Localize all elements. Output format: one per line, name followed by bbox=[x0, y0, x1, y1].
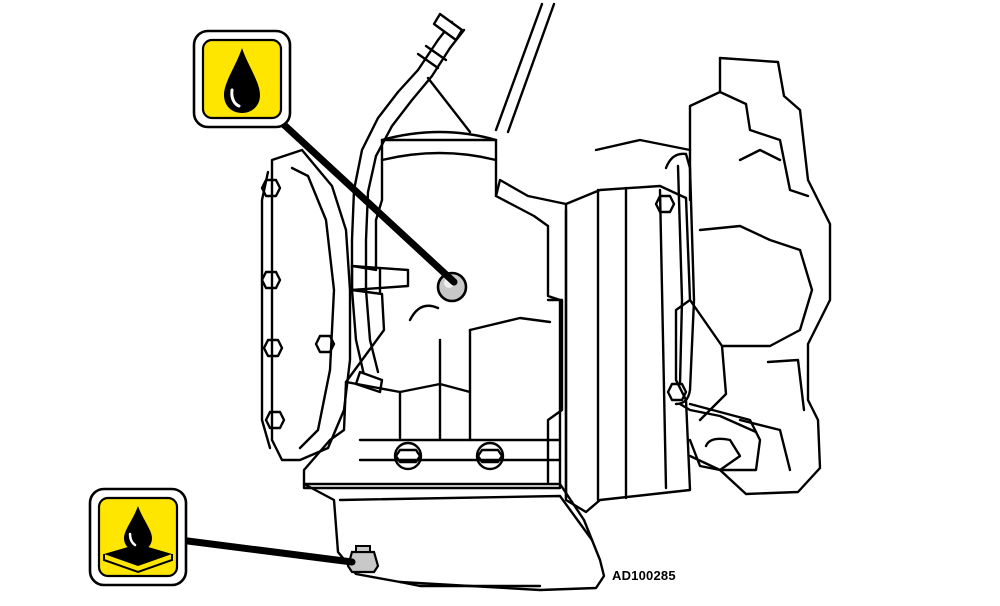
rear-extension bbox=[594, 56, 832, 496]
mount-bracket bbox=[688, 402, 762, 472]
oil-drain-pan-icon bbox=[88, 487, 188, 587]
dipstick bbox=[426, 2, 556, 134]
pan-bolts bbox=[393, 441, 505, 471]
cooler-line bbox=[664, 152, 758, 434]
transmission-case bbox=[302, 130, 568, 490]
bell-housing bbox=[260, 148, 352, 462]
leader-lines bbox=[176, 106, 458, 566]
filler-tube bbox=[350, 12, 466, 394]
figure-code: AD100285 bbox=[612, 568, 676, 583]
center-housing bbox=[564, 184, 692, 514]
oil-pan bbox=[302, 482, 606, 592]
drain-plug bbox=[346, 545, 380, 574]
housing-bolts bbox=[260, 178, 336, 430]
oil-drop-icon bbox=[192, 29, 292, 129]
